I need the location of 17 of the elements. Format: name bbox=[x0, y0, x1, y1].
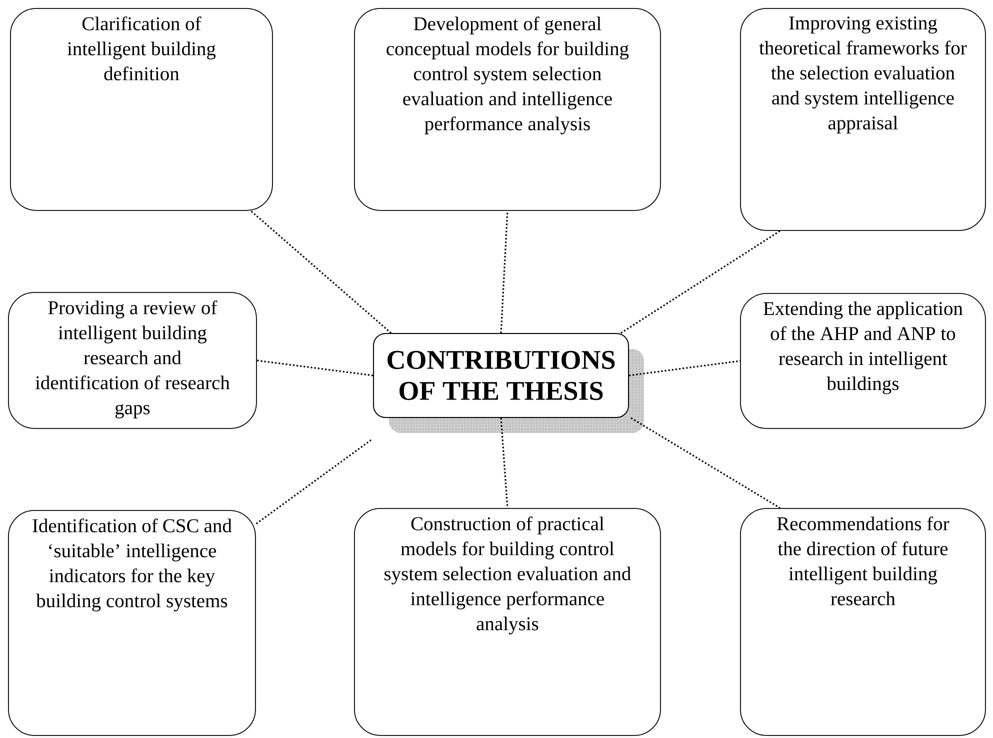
contribution-box: Clarification of intelligent building definition bbox=[10, 8, 273, 211]
contribution-box: Construction of practical models for building control system selection evaluation and intelligence performance analysis bbox=[354, 508, 661, 736]
connector-line bbox=[256, 360, 374, 376]
connector-line bbox=[620, 230, 780, 334]
title-box: CONTRIBUTIONS OF THE THESIS bbox=[373, 333, 629, 418]
contribution-box: Extending the application of the AHP and ANP to research in intelligent buildings bbox=[740, 293, 986, 429]
connector-line bbox=[500, 210, 508, 334]
contribution-box: Recommendations for the direction of future intelligent building research bbox=[740, 508, 986, 736]
connector-line bbox=[630, 417, 780, 509]
contribution-box: Development of general conceptual models for building control system selection evaluation and intelligence performance analysis bbox=[354, 8, 661, 211]
contribution-box: Identification of CSC and ‘suitable’ intelligence indicators for the key building control systems bbox=[8, 510, 256, 736]
connector-line bbox=[255, 439, 372, 525]
connector-line bbox=[628, 360, 740, 376]
connector-line bbox=[500, 418, 508, 508]
connector-line bbox=[250, 210, 392, 334]
contribution-box: Improving existing theoretical frameworks for the selection evaluation and system intelligence appraisal bbox=[740, 8, 986, 231]
contribution-box: Providing a review of intelligent building research and identification of research gaps bbox=[8, 292, 257, 429]
